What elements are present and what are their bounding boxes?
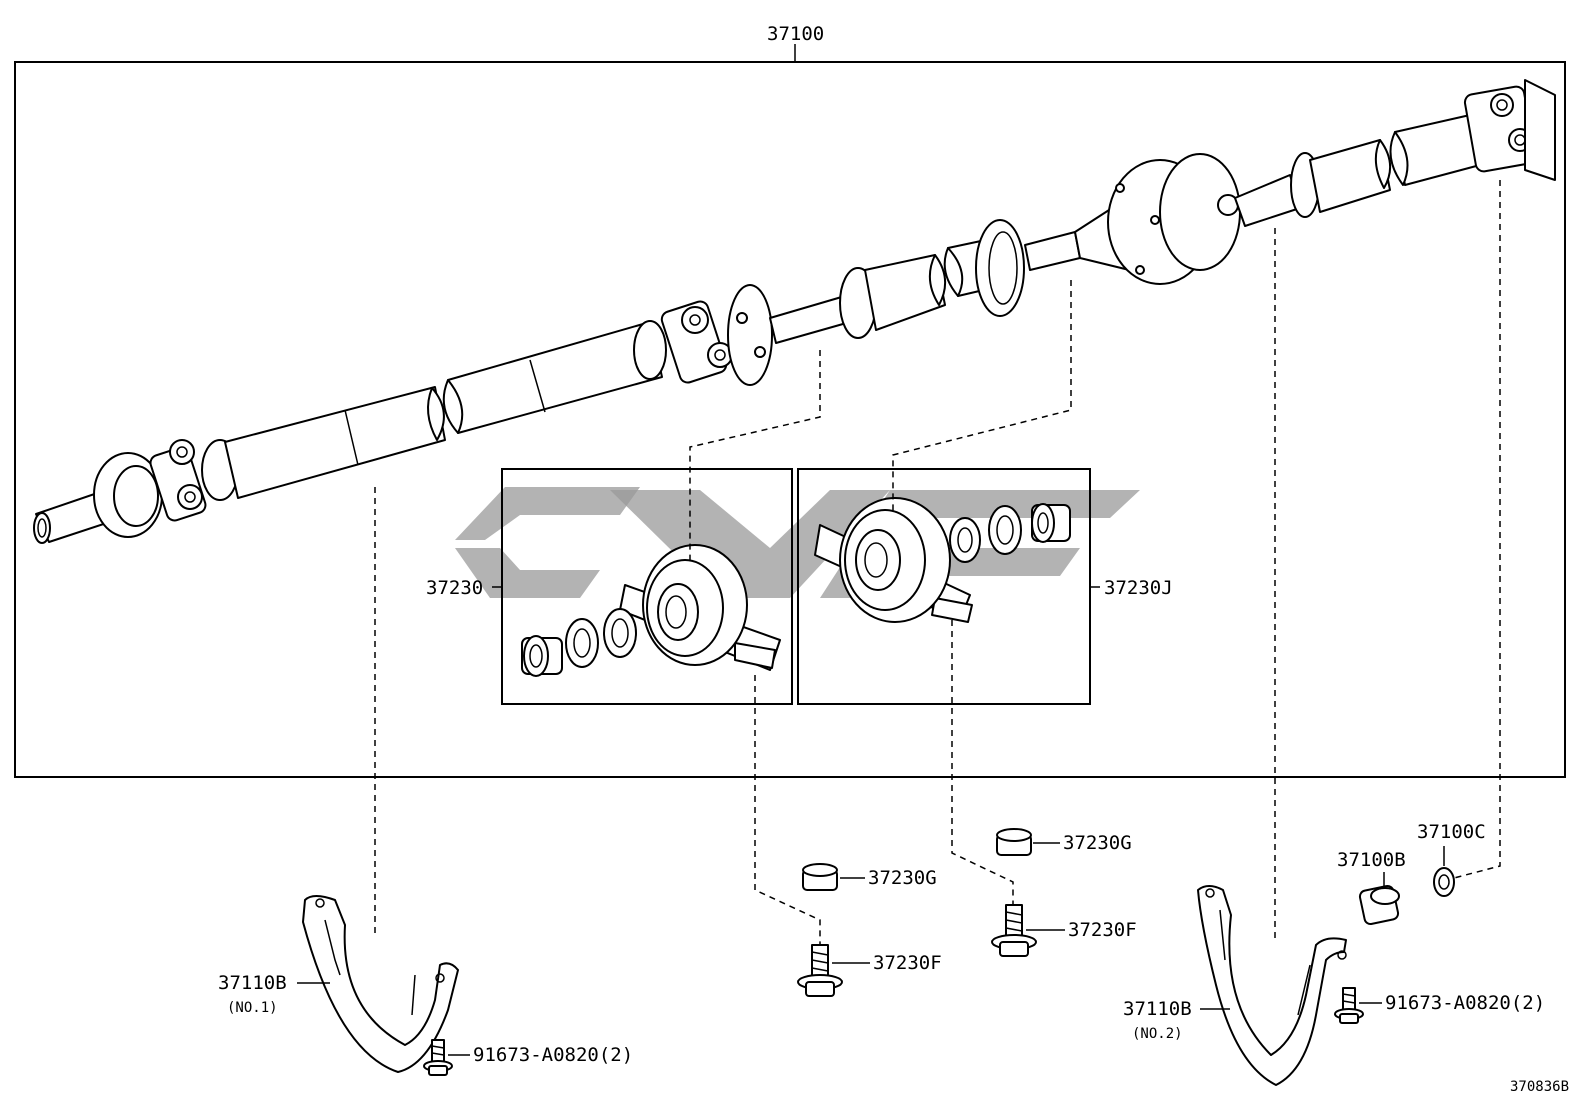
label-no1: (NO.1) <box>227 1000 278 1016</box>
label-91673-A0820-1: 91673-A0820(2) <box>473 1044 633 1066</box>
label-37100B: 37100B <box>1337 849 1406 871</box>
label-no2: (NO.2) <box>1132 1026 1183 1042</box>
label-37230: 37230 <box>426 577 483 599</box>
bolt-1 <box>797 944 843 997</box>
label-37230J: 37230J <box>1104 577 1173 599</box>
bracket-no1 <box>302 895 459 1073</box>
dashed-leaders <box>374 180 1501 945</box>
spacer-1 <box>802 863 838 891</box>
label-37100: 37100 <box>767 23 824 45</box>
label-37230G-1: 37230G <box>868 867 937 889</box>
spacer-2 <box>996 828 1032 856</box>
bracket-bolt-2 <box>1334 987 1364 1024</box>
bushing <box>1358 884 1400 926</box>
bracket-no2 <box>1197 885 1347 1086</box>
bolt-2 <box>991 904 1037 957</box>
label-37110B-1: 37110B <box>218 972 287 994</box>
center-bearing-2 <box>814 497 1071 623</box>
washer <box>1433 867 1455 897</box>
label-37230G-2: 37230G <box>1063 832 1132 854</box>
label-37230F-2: 37230F <box>1068 919 1137 941</box>
bracket-bolt-1 <box>423 1039 453 1076</box>
label-37110B-2: 37110B <box>1123 998 1192 1020</box>
assembly-frame <box>14 61 1566 778</box>
label-91673-A0820-2: 91673-A0820(2) <box>1385 992 1545 1014</box>
propeller-shaft <box>33 79 1556 544</box>
label-37230F-1: 37230F <box>873 952 942 974</box>
diagram-code: 370836B <box>1510 1079 1569 1095</box>
label-37100C: 37100C <box>1417 821 1486 843</box>
center-bearing-1 <box>521 544 781 677</box>
